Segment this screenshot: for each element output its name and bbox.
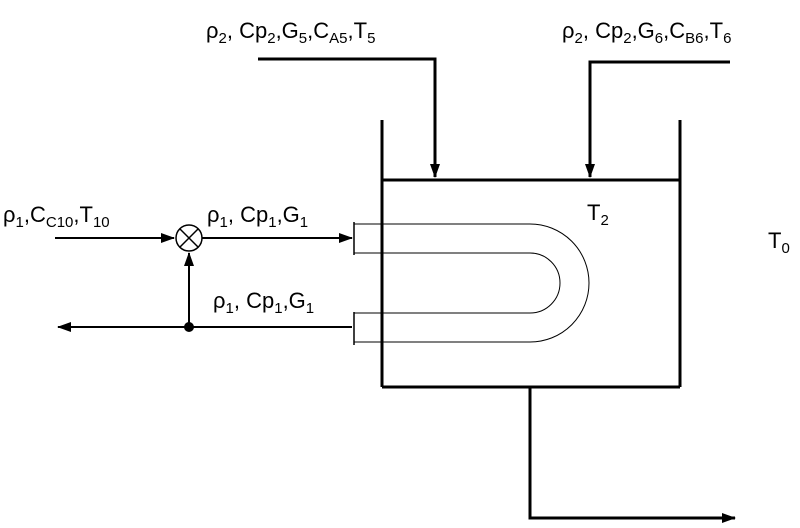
feed6-stream [585, 60, 730, 178]
mixer-symbol [175, 224, 203, 252]
ambient-temperature-label: T0 [768, 228, 790, 257]
tank-temperature-label: T2 [587, 200, 609, 229]
split-node [184, 322, 194, 332]
feed6-label: ρ2, Cp2,G6,CB6,T6 [562, 18, 731, 47]
coil-in-label: ρ1, Cp1,G1 [207, 202, 308, 231]
outlet-stream [528, 387, 736, 523]
u-tube-coil [354, 223, 590, 343]
feed5-label: ρ2, Cp2,G5,CA5,T5 [206, 18, 375, 47]
inlet-label: ρ1,CC10,T10 [3, 202, 110, 231]
feed5-stream [258, 57, 440, 178]
coil-out-label: ρ1, Cp1,G1 [213, 288, 314, 317]
